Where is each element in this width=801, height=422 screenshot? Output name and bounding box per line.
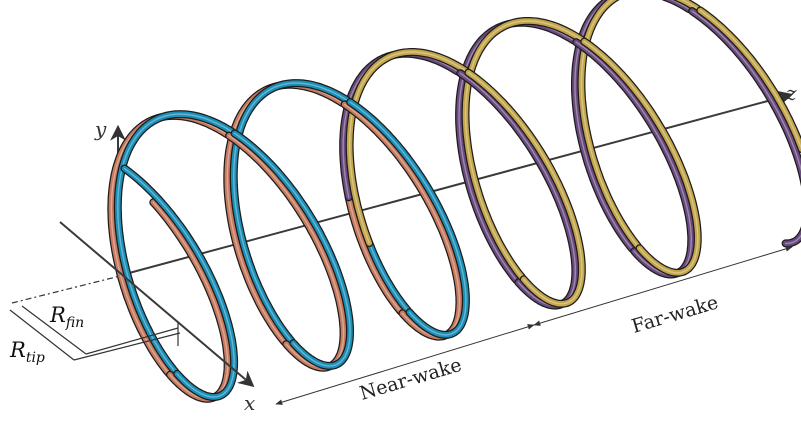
- blade-2-far-wake-vortex: [689, 8, 801, 247]
- blade-1-far-wake-vortex-highlight: [464, 20, 583, 278]
- far-wake-span-arrow: [533, 246, 793, 326]
- z-axis-label: z: [785, 81, 797, 105]
- blade-1-near-wake-vortex-highlight: [349, 101, 467, 336]
- blade-2-near-wake-vortex-highlight: [348, 196, 402, 312]
- blade-1-far-wake-vortex: [697, 7, 801, 152]
- blade-2-near-wake-vortex: [345, 194, 404, 315]
- near-wake-span-arrow: [275, 324, 535, 405]
- r-tip-subscript: tip: [26, 350, 45, 366]
- blade-1-near-wake-vortex-outline: [120, 164, 239, 401]
- r-fin-subscript: fin: [65, 315, 84, 331]
- blade-2-far-wake-vortex-outline: [571, 0, 694, 254]
- r-fin-label: Rfin: [49, 303, 84, 331]
- blade-1-near-wake-vortex-outline: [229, 79, 352, 346]
- blade-1-far-wake-vortex-outline: [461, 17, 586, 282]
- blade-1-far-wake-vortex-outline: [580, 37, 702, 277]
- blade-2-far-wake-vortex: [340, 50, 461, 201]
- r-fin-symbol: R: [49, 303, 66, 327]
- blade-1-far-wake-vortex-outline: [577, 0, 702, 251]
- blade-1-far-wake-vortex: [462, 18, 585, 280]
- y-axis-label: y: [94, 117, 107, 141]
- blade-1-far-wake-vortex-highlight: [699, 9, 801, 150]
- far-wake-label: Far-wake: [629, 291, 721, 337]
- blade-1-far-wake-vortex-highlight: [348, 51, 467, 244]
- blade-1-near-wake-vortex-outline: [346, 98, 470, 339]
- blade-1-near-wake-vortex-highlight: [368, 242, 409, 311]
- blade-1-far-wake-vortex-outline: [464, 68, 586, 308]
- blade-1-far-wake-vortex: [346, 49, 469, 246]
- blade-1-near-wake-vortex-highlight: [233, 82, 349, 342]
- z-axis: [117, 90, 794, 277]
- blade-2-near-wake-vortex: [150, 199, 231, 402]
- blade-1-near-wake-vortex-highlight: [117, 113, 233, 373]
- blade-1-far-wake-vortex-highlight: [580, 0, 699, 247]
- r-tip-symbol: R: [9, 338, 26, 362]
- blade-2-far-wake-vortex: [572, 0, 693, 252]
- radius-annotations: [9, 275, 181, 361]
- near-wake-label: Near-wake: [357, 354, 464, 405]
- blade-1-near-wake-vortex-outline: [230, 129, 354, 370]
- blade-1-far-wake-vortex: [578, 0, 701, 249]
- blade-1-near-wake-vortex: [115, 111, 235, 375]
- blade-2-far-wake-vortex-highlight: [691, 10, 801, 245]
- blade-1-near-wake-vortex: [366, 240, 411, 314]
- blade-1-near-wake-vortex: [230, 80, 351, 344]
- blade-1-near-wake-vortex: [121, 165, 237, 400]
- x-axis: [59, 221, 255, 388]
- blade-1-near-wake-vortex-highlight: [123, 167, 235, 398]
- blade-2-far-wake-vortex-highlight: [574, 0, 691, 250]
- blade-1-near-wake-vortex: [347, 99, 469, 338]
- far-wake-helices: [107, 0, 702, 377]
- x-axis-label: x: [244, 391, 255, 415]
- r-tip-label: Rtip: [9, 338, 45, 366]
- blade-1-near-wake-vortex-outline: [113, 110, 236, 376]
- blade-2-near-wake-vortex-highlight: [152, 201, 229, 400]
